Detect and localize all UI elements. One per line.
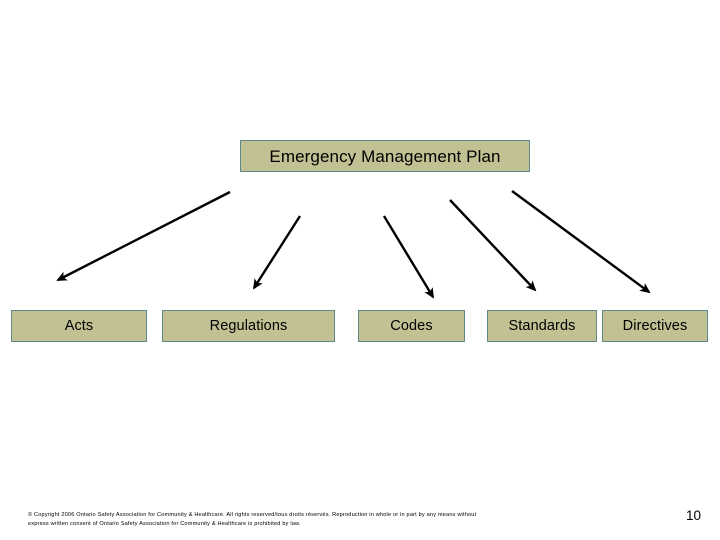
- node-label: Codes: [390, 317, 433, 334]
- copyright-notice: © Copyright 2006 Ontario Safety Associat…: [28, 511, 668, 528]
- node-codes[interactable]: Codes: [358, 310, 465, 342]
- node-acts[interactable]: Acts: [11, 310, 147, 342]
- node-label: Directives: [622, 317, 688, 334]
- arrow-to-directives: [511, 190, 651, 294]
- arrow-to-standards: [449, 199, 537, 292]
- copyright-line-1: © Copyright 2006 Ontario Safety Associat…: [28, 512, 477, 518]
- node-label: Emergency Management Plan: [269, 146, 501, 166]
- node-label: Acts: [64, 317, 94, 334]
- arrow-to-codes: [382, 215, 435, 299]
- node-label: Regulations: [209, 317, 288, 334]
- arrow-to-regulations: [252, 215, 302, 290]
- node-directives[interactable]: Directives: [602, 310, 708, 342]
- copyright-line-2: express written consent of Ontario Safet…: [28, 520, 301, 527]
- node-regulations[interactable]: Regulations: [162, 310, 335, 342]
- node-standards[interactable]: Standards: [487, 310, 597, 342]
- node-emergency-management-plan[interactable]: Emergency Management Plan: [240, 140, 530, 172]
- page-number: 10: [686, 508, 702, 523]
- arrow-to-acts: [56, 190, 231, 282]
- node-label: Standards: [508, 317, 576, 334]
